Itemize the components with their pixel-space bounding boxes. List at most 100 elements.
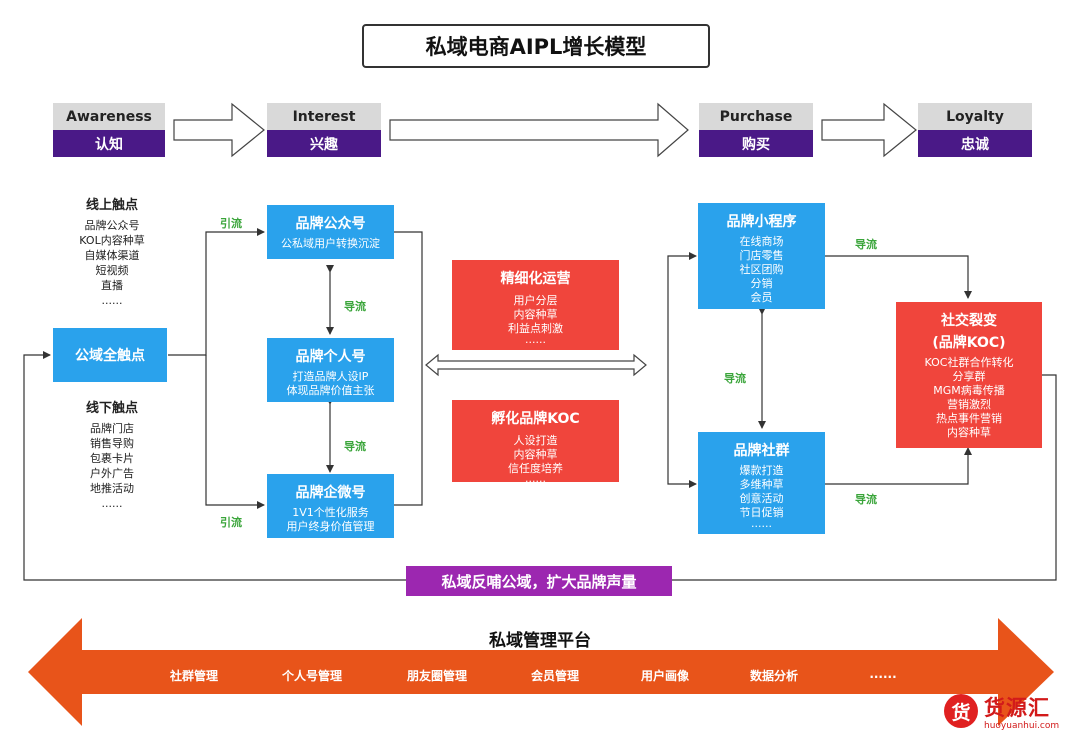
box-item: 打造品牌人设IP bbox=[292, 370, 369, 383]
stage-purchase: Purchase 购买 bbox=[699, 103, 813, 157]
box-item: 用户终身价值管理 bbox=[286, 520, 375, 533]
online-item: 直播 bbox=[101, 279, 123, 292]
box-item: 体现品牌价值主张 bbox=[286, 384, 375, 397]
logo-icon: 货 bbox=[944, 694, 978, 728]
offline-item: 销售导购 bbox=[90, 437, 134, 450]
social-fission-box: 社交裂变 (品牌KOC) KOC社群合作转化 分享群 MGM病毒传播 营销激烈 … bbox=[896, 302, 1042, 448]
middle-double-arrow bbox=[425, 353, 647, 377]
flow-label-yinliu: 引流 bbox=[220, 516, 242, 529]
brand-account-box: 品牌公众号 公私域用户转换沉淀 bbox=[267, 205, 394, 259]
offline-item: 品牌门店 bbox=[90, 422, 134, 435]
box-title: 品牌个人号 bbox=[295, 349, 366, 365]
public-touch-box: 公域全触点 bbox=[53, 328, 167, 382]
diagram-title: 私域电商AIPL增长模型 bbox=[362, 24, 710, 68]
flow-label-daoliu: 导流 bbox=[855, 493, 877, 506]
platform-item: 用户画像 bbox=[640, 669, 689, 683]
online-item: 品牌公众号 bbox=[84, 219, 140, 232]
stage-interest: Interest 兴趣 bbox=[267, 103, 381, 157]
box-item: 分销 bbox=[750, 277, 773, 290]
stage-arrow-1 bbox=[173, 102, 265, 158]
flow-label-daoliu: 导流 bbox=[724, 372, 746, 385]
box-item: 1V1个性化服务 bbox=[292, 506, 369, 519]
platform-item: 朋友圈管理 bbox=[406, 669, 467, 683]
box-item: 人设打造 bbox=[513, 434, 558, 447]
box-item: 内容种草 bbox=[513, 308, 558, 321]
box-item: 信任度培养 bbox=[508, 462, 563, 475]
platform-item: 会员管理 bbox=[530, 669, 579, 683]
incubate-koc-box: 孵化品牌KOC 人设打造 内容种草 信任度培养 ...... bbox=[452, 400, 619, 485]
box-title: 品牌企微号 bbox=[295, 485, 366, 501]
box-subtitle: (品牌KOC) bbox=[932, 335, 1006, 351]
feedback-bar: 私域反哺公域，扩大品牌声量 bbox=[406, 566, 672, 596]
box-item: 热点事件营销 bbox=[936, 412, 1002, 425]
box-item: ...... bbox=[525, 472, 546, 485]
box-item: 节日促销 bbox=[739, 506, 784, 519]
box-item: 社区团购 bbox=[739, 263, 784, 276]
box-item: 内容种草 bbox=[513, 448, 558, 461]
online-item: KOL内容种草 bbox=[79, 234, 145, 247]
offline-item: 地推活动 bbox=[90, 482, 134, 495]
box-item: 利益点刺激 bbox=[508, 322, 563, 335]
box-title: 孵化品牌KOC bbox=[491, 411, 580, 427]
platform-item: 数据分析 bbox=[749, 669, 798, 683]
box-title: 社交裂变 bbox=[941, 313, 997, 329]
stage-cn-label: 认知 bbox=[53, 130, 165, 157]
platform-arrow bbox=[28, 618, 1054, 726]
community-box: 品牌社群 爆款打造 多维种草 创意活动 节日促销 ...... bbox=[698, 432, 825, 534]
platform-item: 个人号管理 bbox=[281, 669, 342, 683]
logo-url: huoyuanhui.com bbox=[984, 721, 1060, 731]
brand-personal-box: 品牌个人号 打造品牌人设IP 体现品牌价值主张 bbox=[267, 338, 394, 402]
offline-item: ...... bbox=[101, 497, 123, 510]
online-item: 短视频 bbox=[95, 264, 129, 277]
stage-loyalty: Loyalty 忠诚 bbox=[918, 103, 1032, 157]
box-title: 精细化运营 bbox=[500, 271, 571, 287]
online-touchpoints: 线上触点 品牌公众号 KOL内容种草 自媒体渠道 短视频 直播 ...... bbox=[52, 198, 172, 308]
box-item: 营销激烈 bbox=[947, 398, 991, 411]
stage-en-label: Awareness bbox=[53, 103, 165, 130]
offline-item: 包裹卡片 bbox=[90, 452, 134, 465]
box-item: KOC社群合作转化 bbox=[924, 356, 1014, 369]
online-item: 自媒体渠道 bbox=[84, 249, 140, 262]
platform-title: 私域管理平台 bbox=[489, 631, 591, 651]
stage-en-label: Loyalty bbox=[918, 103, 1032, 130]
stage-arrow-3 bbox=[821, 102, 917, 158]
box-item: 公私域用户转换沉淀 bbox=[281, 237, 380, 250]
stage-awareness: Awareness 认知 bbox=[53, 103, 165, 157]
stage-arrow-2 bbox=[389, 102, 689, 158]
flow-label-yinliu: 引流 bbox=[220, 217, 242, 230]
flow-label-daoliu: 导流 bbox=[344, 440, 366, 453]
platform-item: 社群管理 bbox=[169, 669, 218, 683]
stage-en-label: Purchase bbox=[699, 103, 813, 130]
box-item: 爆款打造 bbox=[739, 464, 784, 477]
stage-cn-label: 忠诚 bbox=[918, 130, 1032, 157]
box-item: ...... bbox=[525, 333, 546, 346]
box-item: 多维种草 bbox=[739, 478, 784, 491]
stage-cn-label: 兴趣 bbox=[267, 130, 381, 157]
offline-touchpoints: 线下触点 品牌门店 销售导购 包裹卡片 户外广告 地推活动 ...... bbox=[52, 401, 172, 511]
online-head: 线上触点 bbox=[85, 198, 138, 213]
fine-ops-box: 精细化运营 用户分层 内容种草 利益点刺激 ...... bbox=[452, 260, 619, 350]
box-item: 分享群 bbox=[952, 370, 986, 383]
flow-label-daoliu: 导流 bbox=[855, 238, 877, 251]
box-item: 内容种草 bbox=[947, 426, 991, 439]
logo-name: 货源汇 bbox=[984, 696, 1050, 720]
watermark-logo: 货 货源汇 huoyuanhui.com bbox=[944, 690, 1080, 740]
box-item: 在线商场 bbox=[739, 235, 784, 248]
box-title: 品牌小程序 bbox=[726, 214, 797, 230]
box-item: 用户分层 bbox=[513, 294, 558, 307]
stage-en-label: Interest bbox=[267, 103, 381, 130]
box-item: ...... bbox=[751, 517, 772, 530]
box-item: 会员 bbox=[750, 291, 773, 304]
brand-wecom-box: 品牌企微号 1V1个性化服务 用户终身价值管理 bbox=[267, 474, 394, 538]
box-item: 创意活动 bbox=[739, 492, 784, 505]
stage-cn-label: 购买 bbox=[699, 130, 813, 157]
offline-item: 户外广告 bbox=[90, 467, 134, 480]
online-item: ...... bbox=[101, 294, 123, 307]
flow-label-daoliu: 导流 bbox=[344, 300, 366, 313]
box-title: 品牌公众号 bbox=[295, 216, 366, 232]
platform-item: ...... bbox=[869, 667, 897, 681]
offline-head: 线下触点 bbox=[85, 401, 138, 416]
box-item: 门店零售 bbox=[739, 249, 784, 262]
box-item: MGM病毒传播 bbox=[933, 384, 1005, 397]
